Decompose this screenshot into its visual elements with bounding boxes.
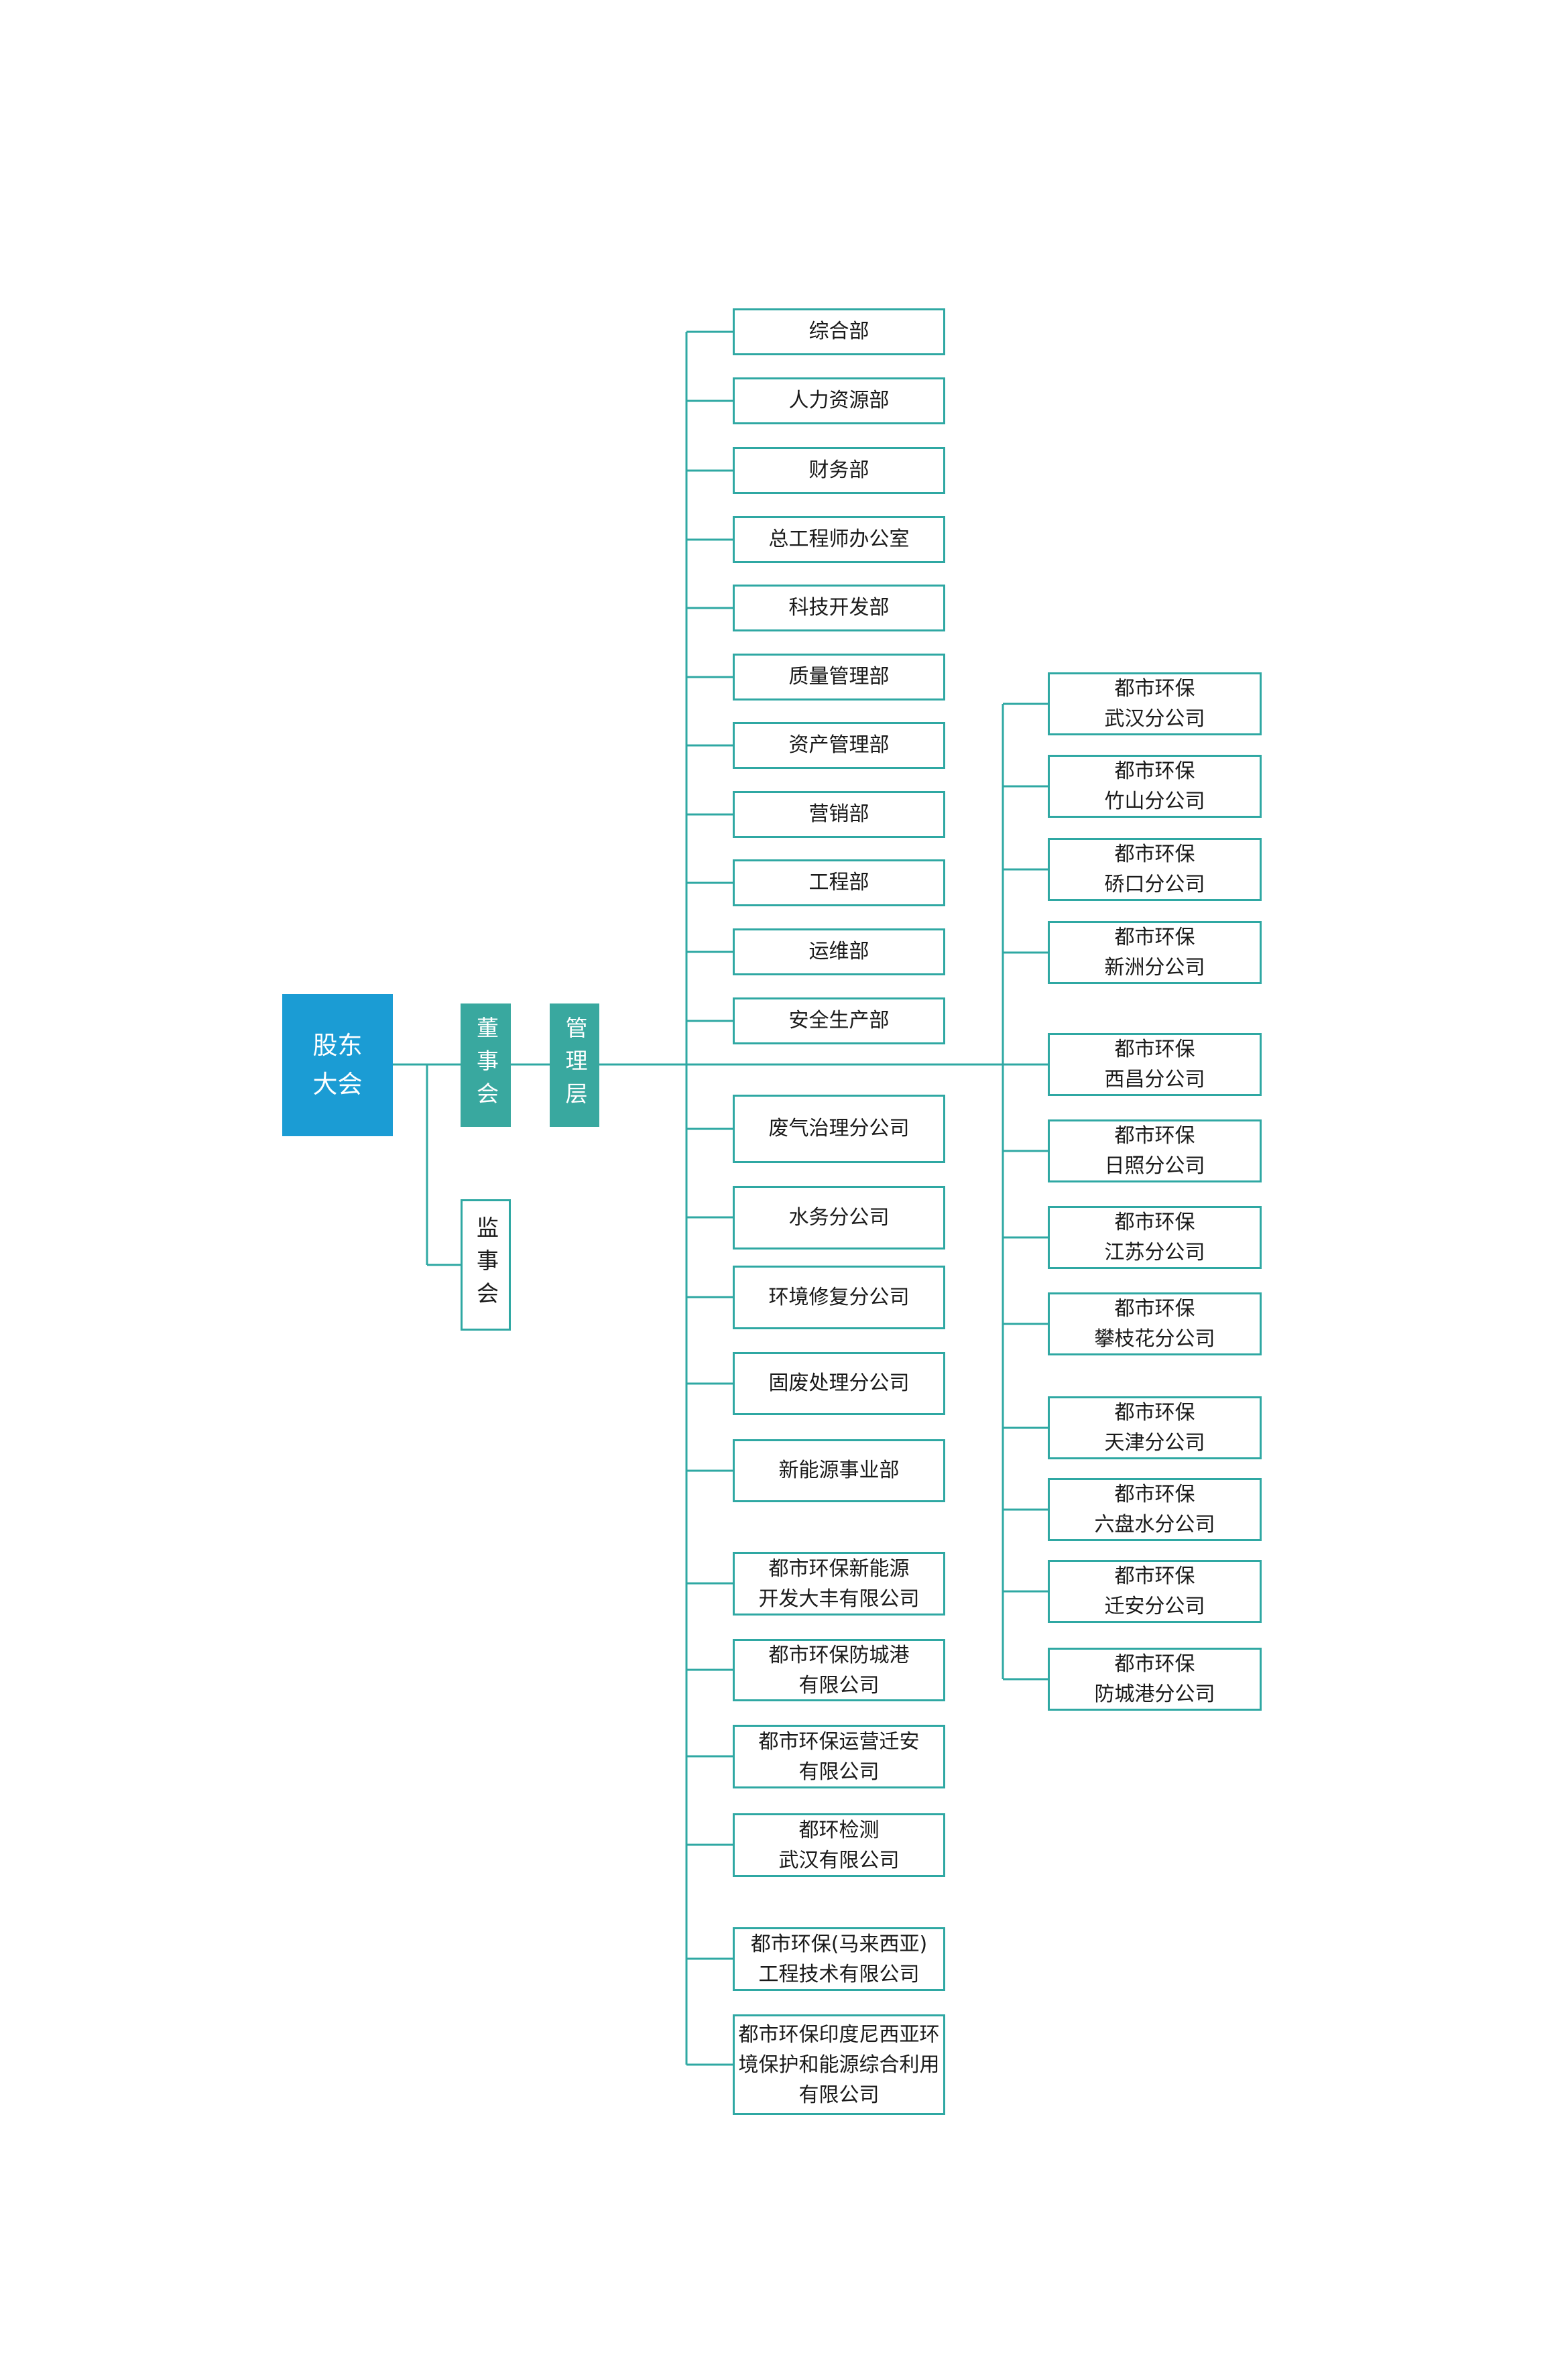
branch-box: 都市环保 防城港分公司 xyxy=(1048,1648,1262,1711)
branch-box: 都市环保 硚口分公司 xyxy=(1048,838,1262,901)
department-box: 安全生产部 xyxy=(733,997,945,1044)
supervisory-board-box: 监事会 xyxy=(461,1199,511,1331)
branch-box: 都市环保 天津分公司 xyxy=(1048,1396,1262,1459)
branch-box: 都市环保 武汉分公司 xyxy=(1048,672,1262,735)
branch-box: 都市环保 攀枝花分公司 xyxy=(1048,1292,1262,1355)
subsidiary-box: 都市环保(马来西亚) 工程技术有限公司 xyxy=(733,1927,945,1991)
department-box: 科技开发部 xyxy=(733,585,945,631)
branch-box: 都市环保 迁安分公司 xyxy=(1048,1560,1262,1623)
branch-box: 都市环保 西昌分公司 xyxy=(1048,1033,1262,1096)
subsidiary-box: 都市环保印度尼西亚环 境保护和能源综合利用 有限公司 xyxy=(733,2014,945,2115)
department-box: 质量管理部 xyxy=(733,654,945,701)
board-of-directors-box: 董事会 xyxy=(461,1003,511,1127)
department-box: 运维部 xyxy=(733,928,945,975)
subsidiary-box: 固废处理分公司 xyxy=(733,1352,945,1415)
branch-box: 都市环保 竹山分公司 xyxy=(1048,755,1262,818)
branch-box: 都市环保 六盘水分公司 xyxy=(1048,1478,1262,1541)
department-box: 资产管理部 xyxy=(733,722,945,769)
branch-box: 都市环保 新洲分公司 xyxy=(1048,921,1262,984)
subsidiary-box: 新能源事业部 xyxy=(733,1439,945,1502)
department-box: 人力资源部 xyxy=(733,377,945,424)
department-box: 财务部 xyxy=(733,447,945,494)
management-box: 管理层 xyxy=(550,1003,599,1127)
subsidiary-box: 都市环保运营迁安 有限公司 xyxy=(733,1725,945,1788)
subsidiary-box: 水务分公司 xyxy=(733,1186,945,1250)
subsidiary-box: 都环检测 武汉有限公司 xyxy=(733,1813,945,1877)
branch-box: 都市环保 江苏分公司 xyxy=(1048,1206,1262,1269)
department-box: 总工程师办公室 xyxy=(733,516,945,563)
subsidiary-box: 都市环保新能源 开发大丰有限公司 xyxy=(733,1552,945,1616)
shareholders-meeting-box: 股东 大会 xyxy=(282,994,393,1136)
department-box: 工程部 xyxy=(733,859,945,906)
subsidiary-box: 都市环保防城港 有限公司 xyxy=(733,1639,945,1701)
department-box: 综合部 xyxy=(733,308,945,355)
subsidiary-box: 环境修复分公司 xyxy=(733,1266,945,1329)
subsidiary-box: 废气治理分公司 xyxy=(733,1095,945,1163)
department-box: 营销部 xyxy=(733,791,945,838)
branch-box: 都市环保 日照分公司 xyxy=(1048,1119,1262,1182)
